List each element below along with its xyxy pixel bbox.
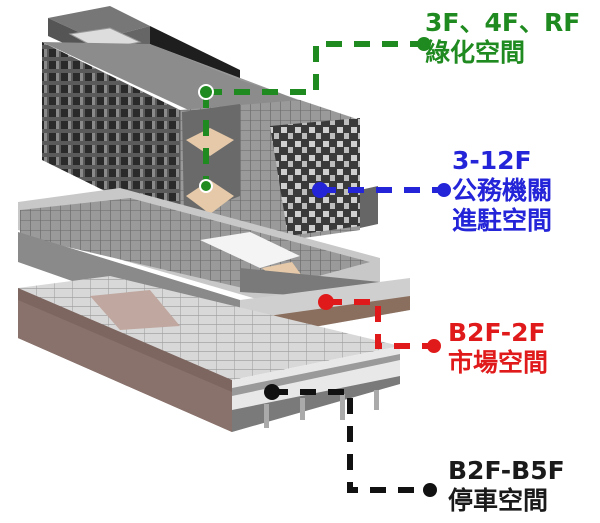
- green-dot-start: [198, 84, 214, 100]
- green-leader: [203, 41, 424, 186]
- blue-dot-end: [437, 183, 451, 197]
- black-dot-start: [264, 384, 280, 400]
- green-dot-end: [417, 37, 431, 51]
- parking-use: 停車空間: [448, 486, 549, 515]
- parking-label: B2F-B5F 停車空間: [448, 456, 565, 516]
- red-dot-start: [318, 294, 334, 310]
- tower-block: [42, 6, 378, 240]
- black-leader: [272, 389, 430, 493]
- red-dot-end: [427, 339, 441, 353]
- greenery-label: 3F、4F、RF 綠化空間: [425, 8, 580, 68]
- greenery-floors: 3F、4F、RF: [425, 8, 581, 37]
- government-label: 3-12F 公務機關 進駐空間: [452, 146, 552, 236]
- market-use: 市場空間: [448, 348, 549, 377]
- market-floors: B2F-2F: [448, 318, 546, 347]
- government-floors: 3-12F: [452, 146, 532, 175]
- parking-floors: B2F-B5F: [448, 456, 565, 485]
- green-dot-mid: [199, 179, 213, 193]
- black-dot-end: [423, 483, 437, 497]
- government-use-2: 進駐空間: [452, 206, 553, 235]
- market-label: B2F-2F 市場空間: [448, 318, 548, 378]
- government-use-1: 公務機關: [452, 176, 553, 205]
- greenery-use: 綠化空間: [425, 38, 526, 67]
- blue-dot-start: [312, 182, 328, 198]
- red-leader: [326, 299, 434, 349]
